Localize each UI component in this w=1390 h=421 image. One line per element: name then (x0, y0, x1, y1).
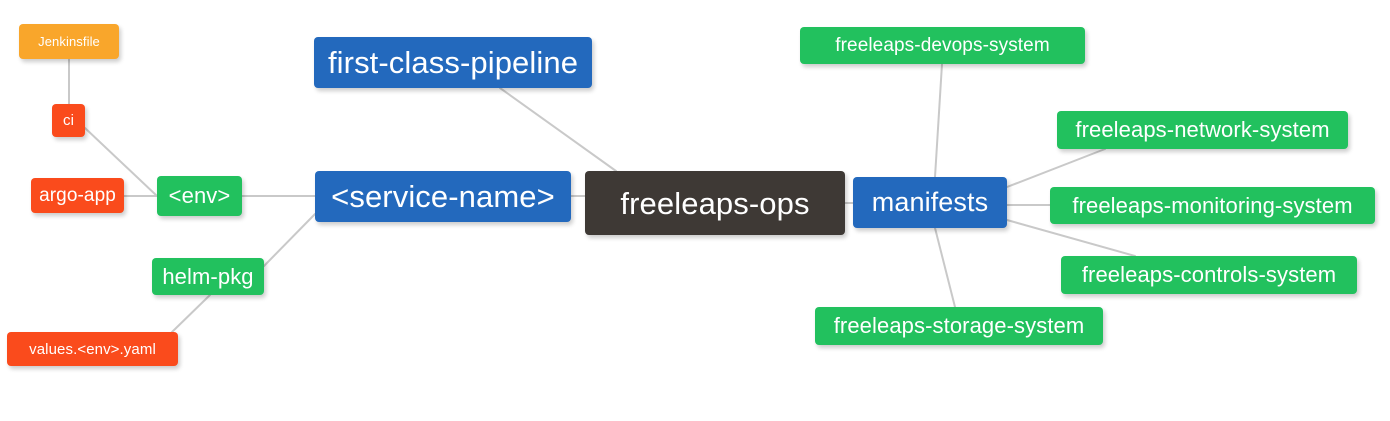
mindmap-node-manifests[interactable]: manifests (853, 177, 1007, 228)
mindmap-node-argo-app[interactable]: argo-app (31, 178, 124, 213)
mindmap-node-service-name[interactable]: <service-name> (315, 171, 571, 222)
mindmap-node-label: values.<env>.yaml (29, 340, 156, 358)
mindmap-node-label: helm-pkg (162, 263, 254, 289)
mindmap-node-first-class-pipeline[interactable]: first-class-pipeline (314, 37, 592, 88)
mindmap-node-freeleaps-network-system[interactable]: freeleaps-network-system (1057, 111, 1348, 149)
mindmap-node-label: Jenkinsfile (38, 34, 100, 49)
mindmap-node-label: ci (62, 112, 75, 129)
mindmap-node-label: freeleaps-controls-system (1081, 262, 1337, 287)
edge-manifests-to-freeleaps-network-system (1006, 148, 1106, 188)
mindmap-node-freeleaps-devops-system[interactable]: freeleaps-devops-system (800, 27, 1085, 64)
mindmap-node-label: freeleaps-network-system (1075, 117, 1330, 142)
mindmap-node-freeleaps-controls-system[interactable]: freeleaps-controls-system (1061, 256, 1357, 294)
mindmap-node-ci[interactable]: ci (52, 104, 85, 137)
edge-manifests-to-freeleaps-devops-system (934, 63, 943, 178)
edge-service-name-to-helm-pkg (263, 213, 316, 267)
mindmap-node-label: freeleaps-monitoring-system (1072, 192, 1353, 218)
edge-manifests-to-freeleaps-controls-system (1006, 219, 1136, 257)
mindmap-node-freeleaps-storage-system[interactable]: freeleaps-storage-system (815, 307, 1103, 345)
mindmap-node-label: manifests (871, 187, 989, 217)
mindmap-node-env[interactable]: <env> (157, 176, 242, 216)
mindmap-node-freeleaps-ops[interactable]: freeleaps-ops (585, 171, 845, 235)
mindmap-node-label: <env> (168, 183, 231, 208)
mindmap-node-label: argo-app (39, 185, 116, 206)
mindmap-node-label: freeleaps-storage-system (833, 313, 1085, 338)
edge-first-class-pipeline-to-freeleaps-ops (499, 87, 617, 172)
edge-helm-pkg-to-values-env-yaml (171, 294, 211, 333)
mindmap-node-values-env-yaml[interactable]: values.<env>.yaml (7, 332, 178, 366)
mindmap-node-jenkinsfile[interactable]: Jenkinsfile (19, 24, 119, 59)
mindmap-node-freeleaps-monitoring-system[interactable]: freeleaps-monitoring-system (1050, 187, 1375, 224)
mindmap-node-label: <service-name> (331, 179, 555, 214)
mindmap-node-label: freeleaps-devops-system (835, 35, 1050, 56)
mindmap-node-label: first-class-pipeline (327, 45, 579, 80)
edge-manifests-to-freeleaps-storage-system (934, 227, 956, 308)
mindmap-node-label: freeleaps-ops (620, 185, 810, 221)
mindmap-node-helm-pkg[interactable]: helm-pkg (152, 258, 264, 295)
